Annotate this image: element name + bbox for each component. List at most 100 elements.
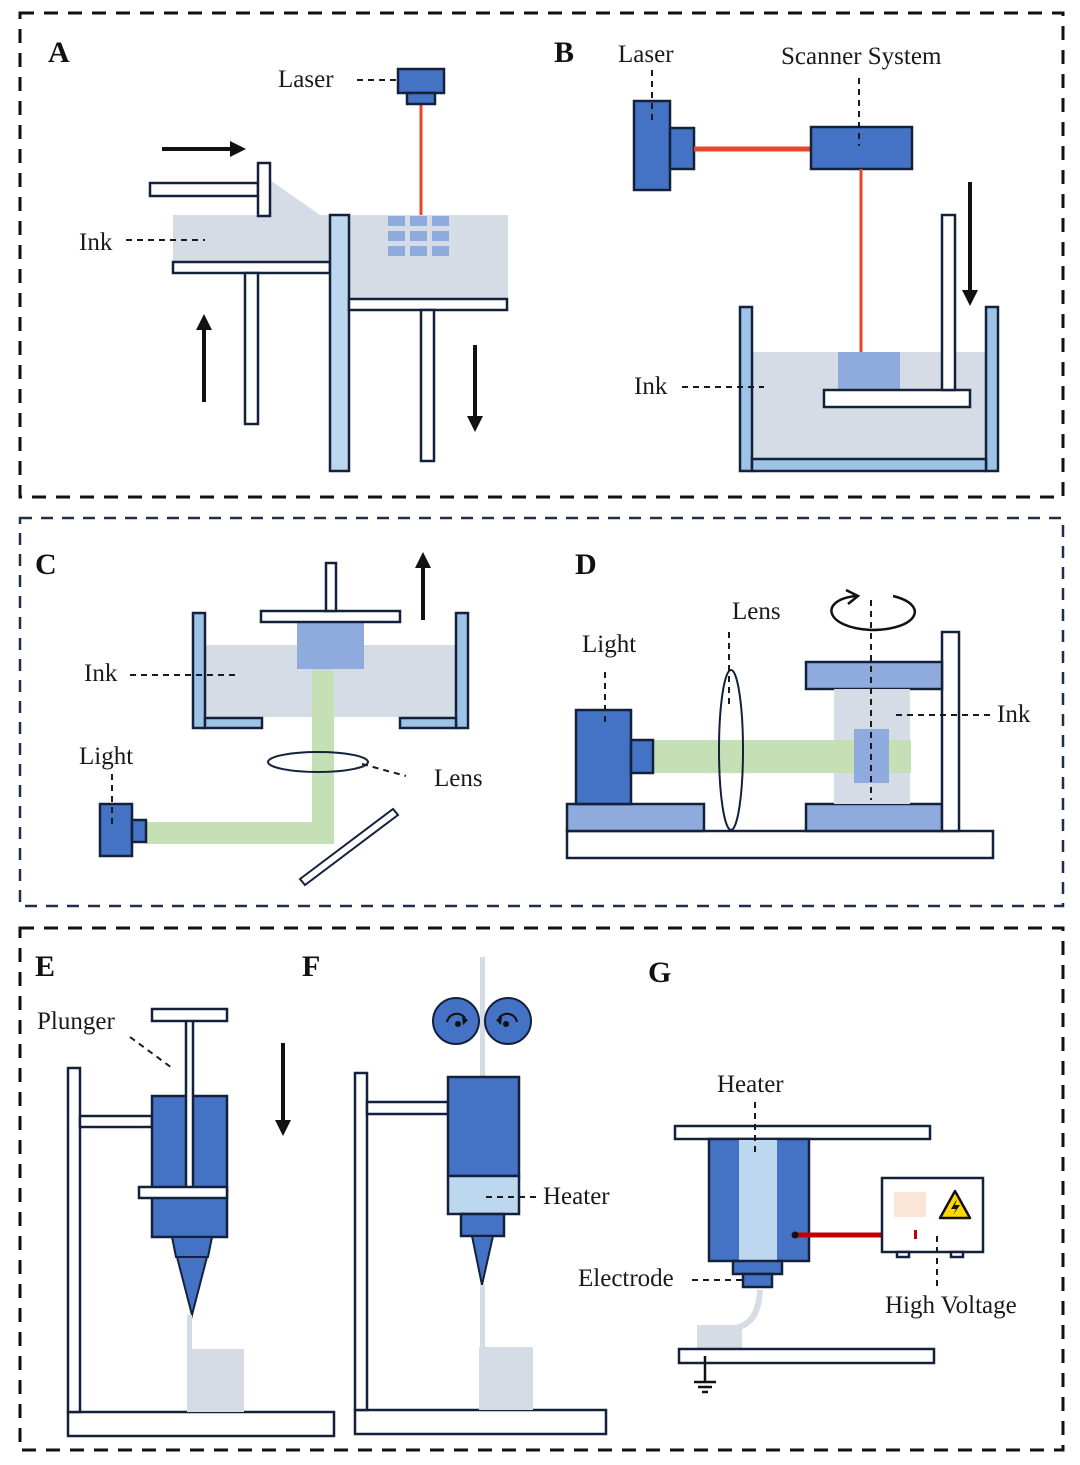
ink-reservoir-left [173, 180, 330, 262]
light-source-aperture [629, 738, 655, 775]
label-laser: Laser [278, 66, 334, 93]
nozzle-hub [731, 1259, 784, 1276]
printed-object [697, 1325, 742, 1349]
supply-display [894, 1192, 926, 1217]
vial-top-holder [804, 660, 944, 691]
label-ink: Ink [997, 701, 1031, 728]
filament [480, 957, 485, 1077]
panel-a-letter: A [48, 36, 70, 69]
heater-core [739, 1140, 777, 1260]
stand-pole [353, 1071, 369, 1412]
panel-f-letter: F [302, 950, 320, 983]
panel-g: G Heater [578, 956, 1017, 1394]
heater-block [446, 1174, 521, 1216]
vat-left-floor [203, 716, 264, 730]
plunger-stopper [137, 1185, 229, 1200]
panel-c: C Ink Light Lens [35, 548, 483, 887]
ground-icon [694, 1356, 716, 1394]
vat-bottom [750, 457, 988, 473]
light-source-body [98, 802, 134, 858]
top-plate [673, 1124, 932, 1141]
recoater-blade [256, 161, 272, 218]
stand-base [353, 1408, 608, 1436]
laser-head [396, 67, 446, 95]
build-piston [419, 308, 436, 463]
panel-e-letter: E [35, 950, 55, 983]
laser-nozzle [405, 91, 437, 106]
syringe-hub [170, 1236, 214, 1258]
label-high-voltage: High Voltage [885, 1292, 1017, 1319]
build-plate [259, 609, 402, 624]
light-source-body [574, 708, 633, 806]
label-ink: Ink [84, 660, 118, 687]
panel-g-letter: G [648, 956, 671, 989]
supply-indicator [914, 1230, 917, 1239]
label-plunger: Plunger [37, 1008, 115, 1035]
build-platform [347, 297, 509, 312]
panel-c-letter: C [35, 548, 57, 581]
label-electrode: Electrode [578, 1265, 674, 1292]
panel-a: A Laser Ink [48, 36, 509, 473]
stand-arm [78, 1114, 154, 1129]
vat-right-wall [454, 611, 470, 730]
base [565, 829, 995, 860]
plunger-top [150, 1007, 229, 1023]
vial-bottom-holder [804, 802, 944, 833]
label-lens: Lens [434, 765, 483, 792]
printed-object [479, 1347, 533, 1410]
nozzle-tip [470, 1235, 495, 1286]
vat-right-wall [984, 305, 1000, 473]
label-light: Light [79, 743, 133, 770]
stand-pole [66, 1066, 82, 1414]
label-heater: Heater [717, 1071, 784, 1098]
label-ink: Ink [79, 229, 113, 256]
center-wall [328, 213, 351, 473]
collector-plate [677, 1347, 936, 1365]
build-rod [940, 213, 957, 392]
light-beam-horizontal [146, 822, 334, 844]
frame-top [18, 11, 1065, 499]
nozzle-body [446, 1075, 521, 1178]
plunger-rod [184, 1015, 195, 1191]
warning-high-voltage-icon [938, 1189, 972, 1220]
syringe-needle [175, 1256, 209, 1319]
recoater-rod [148, 181, 260, 198]
jet-stream [729, 1289, 763, 1333]
stand-base [66, 1410, 336, 1438]
vat-left-wall [738, 305, 754, 473]
vat-right-floor [398, 716, 458, 730]
label-ink: Ink [634, 373, 668, 400]
roller-rotation-icon [432, 997, 532, 1045]
lens [718, 669, 744, 831]
panel-d-letter: D [575, 548, 597, 581]
label-laser: Laser [618, 41, 674, 68]
build-rod [324, 561, 338, 613]
label-scanner-system: Scanner System [781, 43, 942, 70]
panel-b: B Laser Scanner System Ink [554, 36, 1000, 473]
cured-part [838, 352, 900, 390]
feed-piston [243, 271, 260, 426]
stand-arm [365, 1100, 450, 1116]
frame-bottom [18, 926, 1065, 1452]
vat-left-wall [191, 611, 207, 730]
electrode [741, 1272, 774, 1289]
label-light: Light [582, 631, 636, 658]
panel-e: E Plunger [35, 950, 336, 1438]
panel-d: D Lens Light Ink [565, 548, 1031, 860]
label-heater: Heater [543, 1183, 610, 1210]
panel-f: F Heater [302, 950, 610, 1436]
nozzle-hub [459, 1212, 506, 1238]
laser-aperture [668, 126, 696, 171]
panel-b-letter: B [554, 36, 574, 69]
ink-bed-right [348, 215, 508, 299]
frame-middle [18, 516, 1065, 908]
light-beam-vertical [312, 668, 334, 832]
build-plate [822, 388, 972, 409]
support-post [940, 630, 961, 833]
extruded-filament [187, 1315, 192, 1367]
scanner-system [809, 125, 914, 171]
cured-part [297, 622, 364, 669]
sintered-part [388, 216, 449, 256]
printed-object [187, 1349, 244, 1412]
